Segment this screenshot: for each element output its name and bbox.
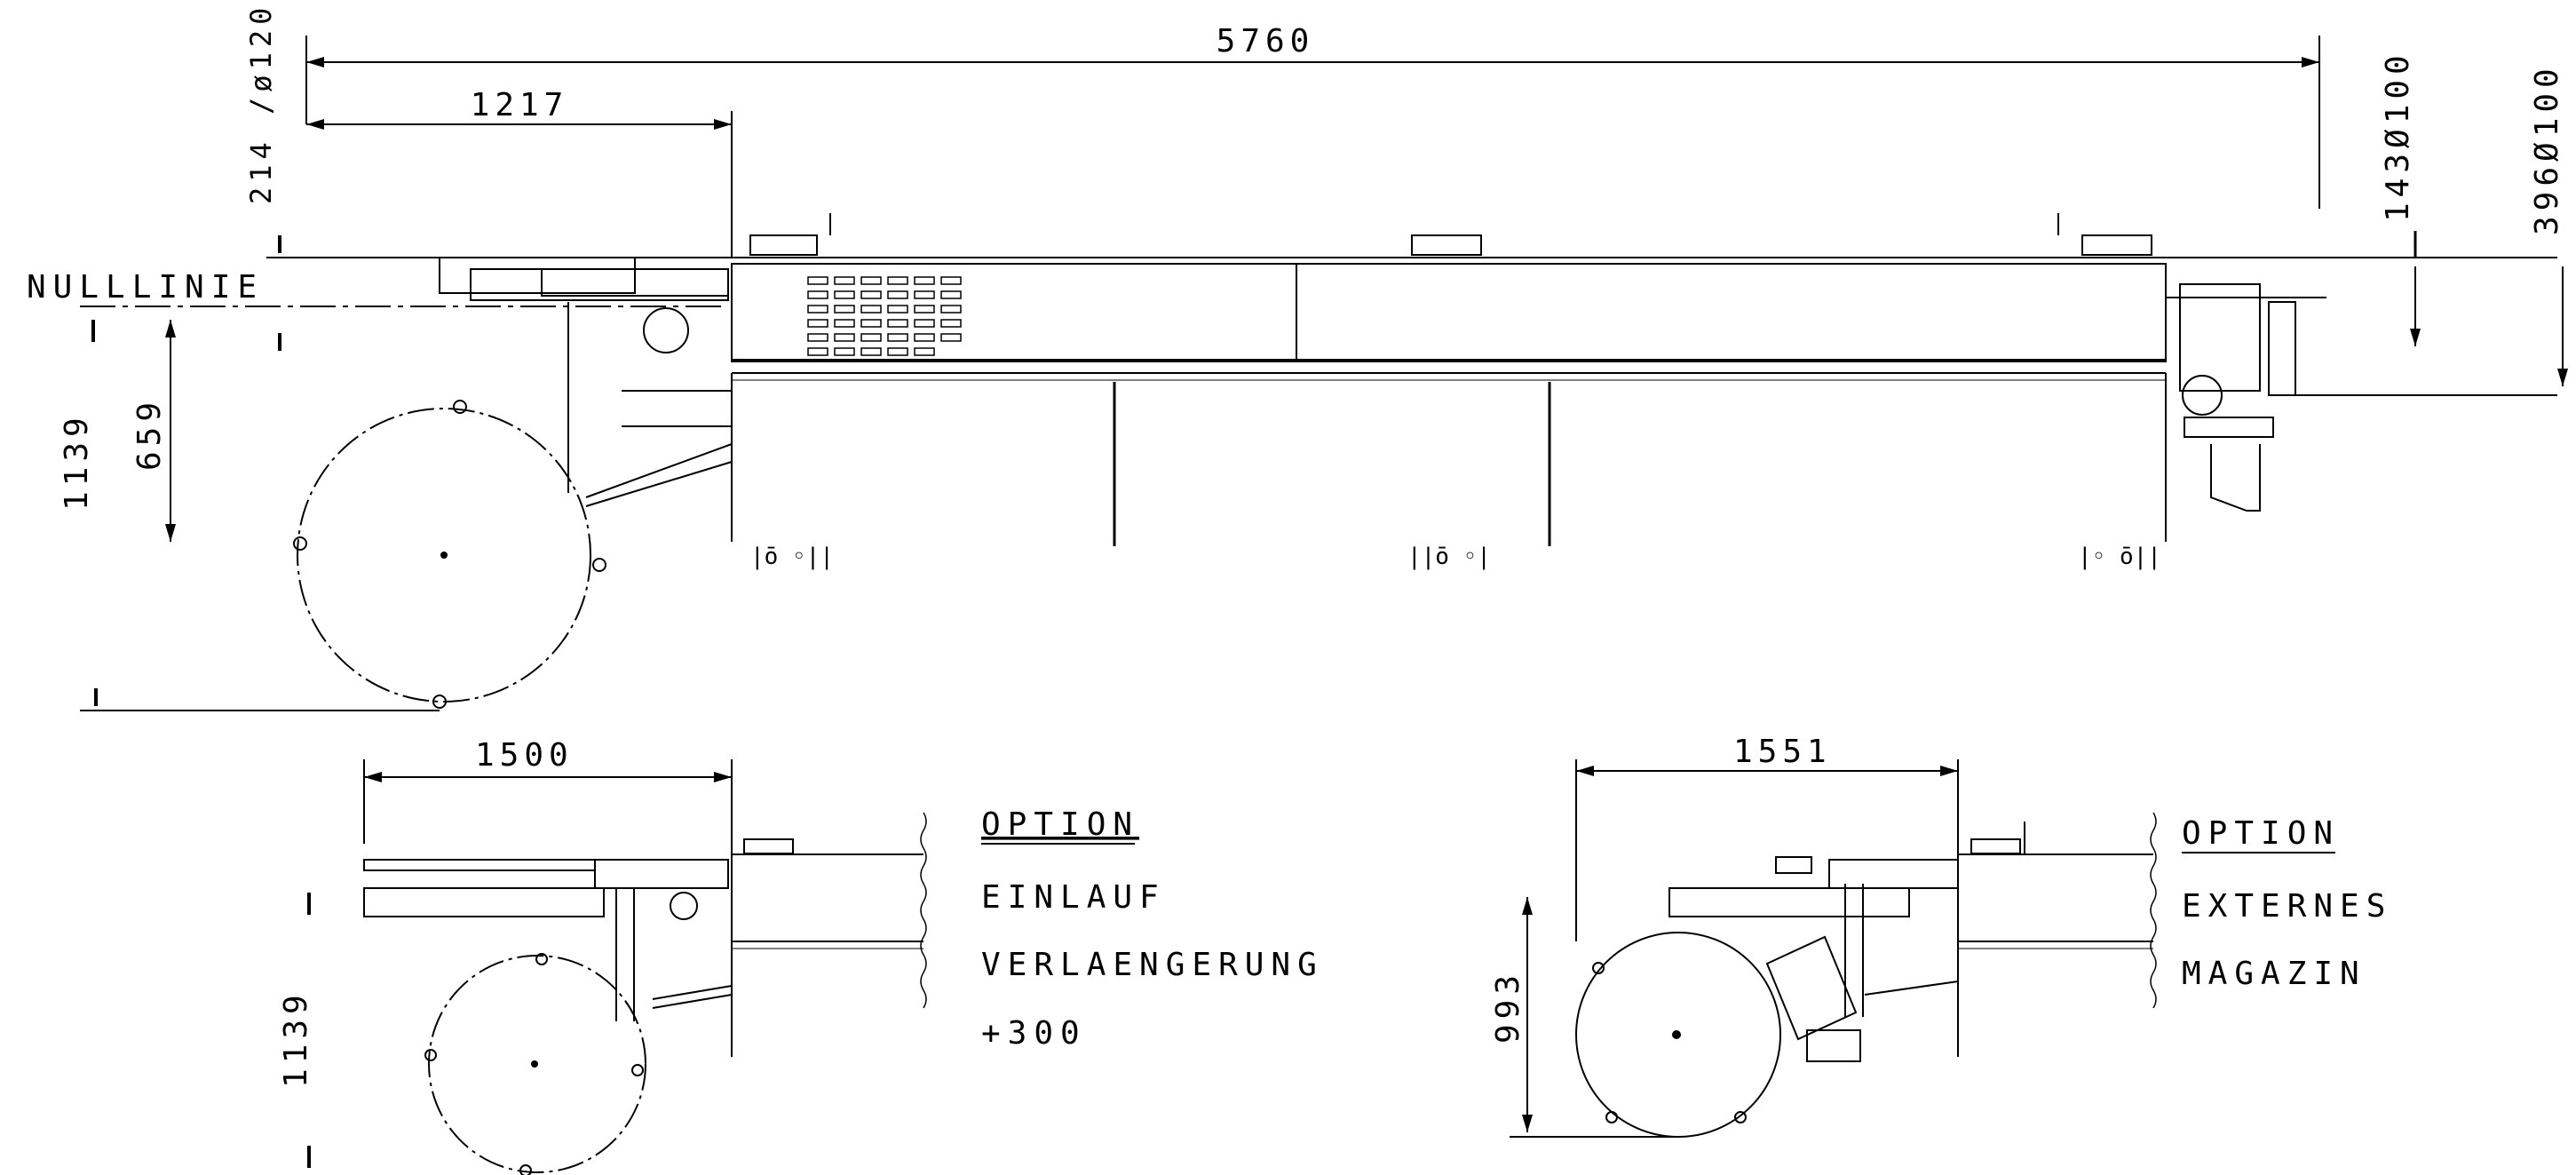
option-einlauf-view: 1500 1139 OPTION EINLAUF VERLAENGERUNG +… [278, 737, 1324, 1175]
option2-line1: EXTERNES [2182, 888, 2392, 925]
svg-text:|ō ◦||: |ō ◦|| [750, 544, 834, 570]
dimension-label-option1-width: 1500 [475, 737, 574, 774]
conveyor-body: |ō ◦|| ||ō ◦| |◦ ō|| [266, 213, 2415, 570]
dimension-label-right-vertical-1: 143Ø100 [2380, 50, 2416, 222]
option1-heading: OPTION [981, 806, 1139, 843]
nulllinie-label: NULLLINIE [27, 269, 264, 306]
reel-option1 [424, 953, 646, 1175]
dimension-label-infeed: 1217 [471, 87, 569, 123]
dimension-label-total: 5760 [1217, 23, 1315, 60]
reel-main [293, 400, 606, 709]
dimension-label-right-vertical-2: 396Ø100 [2529, 63, 2565, 235]
option2-line2: MAGAZIN [2182, 956, 2366, 992]
dimension-label-height-nullline: 659 [131, 397, 168, 471]
option-magazin-view: 1551 993 OPTION EXTERNES MAGAZIN [1490, 734, 2392, 1138]
dimension-label-option2-height: 993 [1490, 970, 1526, 1044]
dimension-label-option2-width: 1551 [1733, 734, 1832, 770]
dimension-total-length: 5760 [305, 23, 2320, 209]
reel-option2 [1575, 932, 1781, 1138]
dimension-infeed-length: 1217 [306, 87, 733, 258]
outfeed-section [2166, 283, 2557, 512]
main-view: 5760 1217 214 /ø120 NULLLINIE [27, 3, 2568, 711]
infeed-section [439, 257, 733, 507]
ventilation-slots [807, 276, 962, 356]
svg-text:|◦ ō||: |◦ ō|| [2078, 544, 2161, 570]
option2-heading: OPTION [2182, 815, 2340, 852]
dimension-label-option1-height: 1139 [278, 989, 314, 1088]
option1-line2: VERLAENGERUNG [981, 947, 1324, 983]
dimension-label-height-main: 1139 [59, 412, 95, 511]
svg-text:||ō ◦|: ||ō ◦| [1407, 544, 1491, 570]
dimension-label-left-vertical: 214 /ø120 [244, 3, 278, 204]
option1-line1: EINLAUF [981, 879, 1166, 916]
option1-line3: +300 [981, 1015, 1087, 1052]
